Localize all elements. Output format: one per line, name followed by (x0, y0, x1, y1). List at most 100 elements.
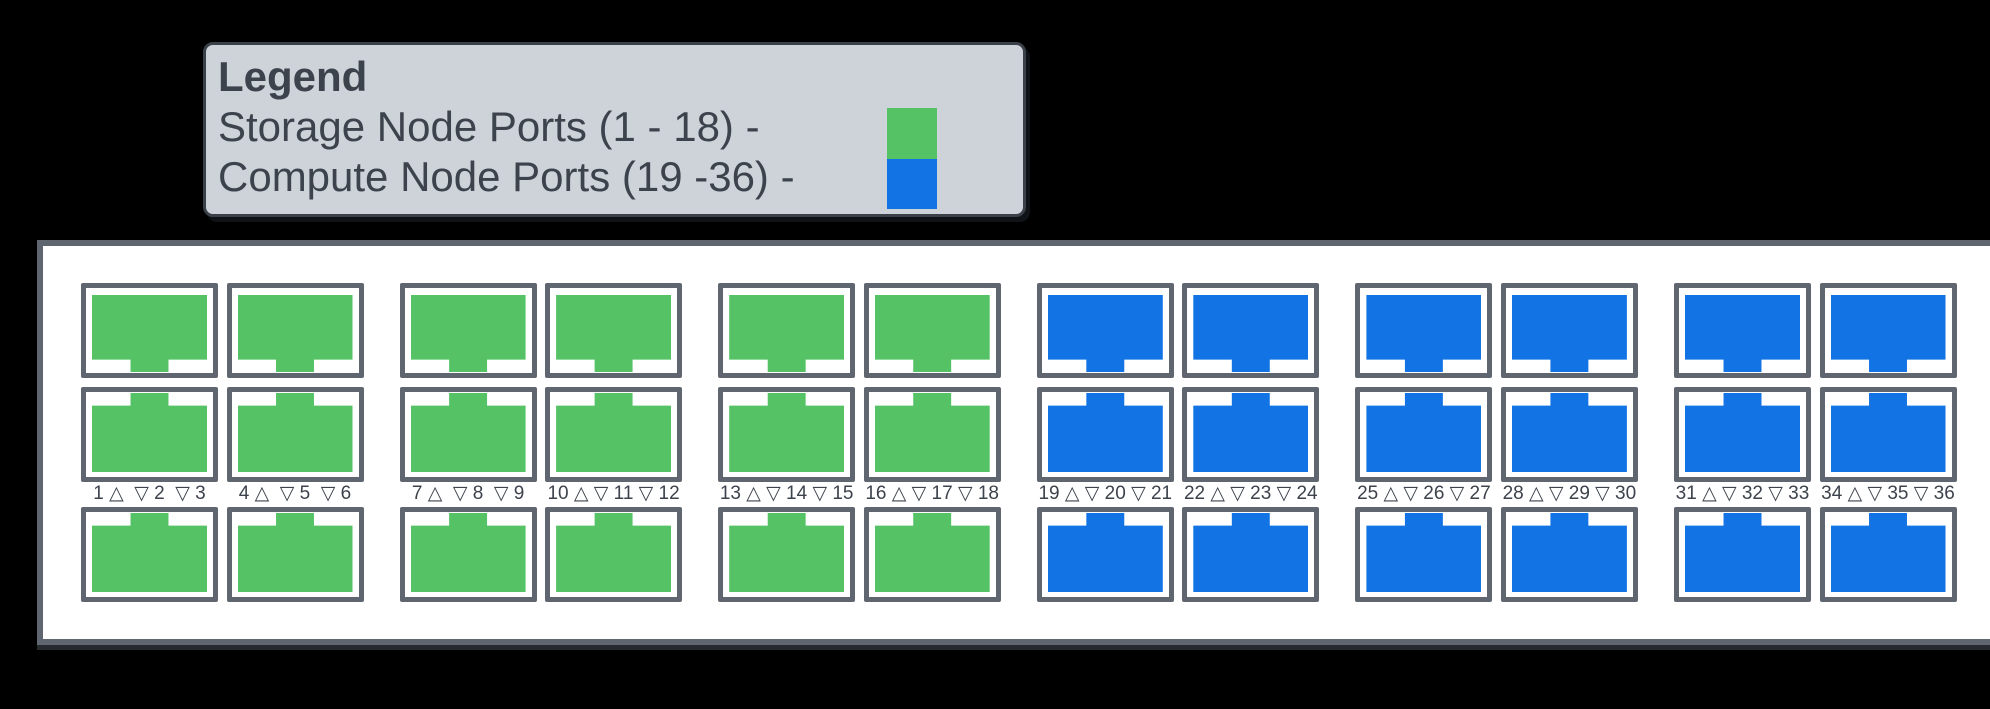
port-6 (226, 507, 364, 602)
port-34 (1819, 283, 1957, 378)
rj45-jack-shape (556, 513, 672, 592)
port-7 (399, 283, 537, 378)
port-35 (1819, 387, 1957, 482)
compute-color-swatch (887, 159, 937, 209)
rj45-jack-shape (1511, 295, 1627, 372)
rj45-jack-shape (410, 295, 526, 372)
port-column-label: 19 △ ▽ 20 ▽ 21 (1038, 483, 1173, 504)
port-column-label: 34 △ ▽ 35 ▽ 36 (1821, 483, 1955, 504)
port-column-3: 7 △ ▽ 8 ▽ 9 (399, 246, 537, 639)
port-15 (718, 507, 856, 602)
port-column-10: 28 △ ▽ 29 ▽ 30 (1500, 246, 1638, 639)
rj45-jack-shape (237, 393, 353, 472)
rj45-jack-shape (1830, 295, 1946, 372)
legend-entry-storage: Storage Node Ports (1 - 18) - (218, 102, 1011, 152)
rj45-jack-shape (874, 295, 990, 372)
port-12 (545, 507, 683, 602)
rj45-jack-shape (1685, 513, 1800, 592)
port-23 (1182, 387, 1320, 482)
rj45-jack-shape (1511, 393, 1627, 472)
rj45-jack-shape (874, 393, 990, 472)
port-column-1: 1 △ ▽ 2 ▽ 3 (81, 246, 218, 639)
rj45-jack-shape (237, 295, 353, 372)
switch-faceplate-panel: 1 △ ▽ 2 ▽ 3 4 △ ▽ 5 ▽ 6 7 △ ▽ 8 ▽ 9 10 △ ▽ … (37, 240, 1990, 645)
port-27 (1355, 507, 1493, 602)
port-column-11: 31 △ ▽ 32 ▽ 33 (1674, 246, 1811, 639)
port-21 (1036, 507, 1174, 602)
port-17 (863, 387, 1001, 482)
port-column-8: 22 △ ▽ 23 ▽ 24 (1182, 246, 1320, 639)
port-16 (863, 283, 1001, 378)
rj45-jack-shape (874, 513, 990, 592)
legend-color-swatches (887, 108, 937, 209)
port-26 (1355, 387, 1493, 482)
rj45-jack-shape (410, 393, 526, 472)
port-column-label: 13 △ ▽ 14 ▽ 15 (719, 483, 854, 504)
rj45-jack-shape (729, 393, 845, 472)
rj45-jack-shape (556, 295, 672, 372)
port-22 (1182, 283, 1320, 378)
rj45-jack-shape (1047, 295, 1163, 372)
rj45-jack-shape (1193, 295, 1309, 372)
port-column-label: 1 △ ▽ 2 ▽ 3 (93, 483, 206, 504)
port-column-label: 31 △ ▽ 32 ▽ 33 (1675, 483, 1810, 504)
port-column-label: 7 △ ▽ 8 ▽ 9 (411, 483, 525, 504)
port-column-6: 16 △ ▽ 17 ▽ 18 (863, 246, 1001, 639)
port-10 (545, 283, 683, 378)
port-13 (718, 283, 856, 378)
rj45-jack-shape (92, 393, 207, 472)
port-9 (399, 507, 537, 602)
port-11 (545, 387, 683, 482)
port-33 (1674, 507, 1811, 602)
rj45-jack-shape (1366, 513, 1482, 592)
port-24 (1182, 507, 1320, 602)
rj45-jack-shape (237, 513, 353, 592)
port-29 (1500, 387, 1638, 482)
port-1 (81, 283, 218, 378)
port-3 (81, 507, 218, 602)
rj45-jack-shape (92, 513, 207, 592)
port-8 (399, 387, 537, 482)
port-column-label: 25 △ ▽ 26 ▽ 27 (1357, 483, 1491, 504)
rj45-jack-shape (1193, 393, 1309, 472)
rj45-jack-shape (1193, 513, 1309, 592)
rj45-jack-shape (1047, 513, 1163, 592)
rj45-jack-shape (1830, 393, 1946, 472)
port-column-label: 4 △ ▽ 5 ▽ 6 (238, 483, 352, 504)
port-column-label: 10 △ ▽ 11 ▽ 12 (547, 483, 680, 504)
rj45-jack-shape (556, 393, 672, 472)
port-column-9: 25 △ ▽ 26 ▽ 27 (1355, 246, 1493, 639)
rj45-jack-shape (1685, 393, 1800, 472)
port-grid: 1 △ ▽ 2 ▽ 3 4 △ ▽ 5 ▽ 6 7 △ ▽ 8 ▽ 9 10 △ ▽ … (43, 246, 1990, 639)
port-14 (718, 387, 856, 482)
port-25 (1355, 283, 1493, 378)
port-30 (1500, 507, 1638, 602)
legend-entry-compute: Compute Node Ports (19 -36) - (218, 152, 1011, 202)
port-column-5: 13 △ ▽ 14 ▽ 15 (718, 246, 856, 639)
port-18 (863, 507, 1001, 602)
port-column-label: 16 △ ▽ 17 ▽ 18 (865, 483, 999, 504)
port-column-2: 4 △ ▽ 5 ▽ 6 (226, 246, 364, 639)
port-2 (81, 387, 218, 482)
port-column-7: 19 △ ▽ 20 ▽ 21 (1036, 246, 1174, 639)
legend-entry-compute-label: Compute Node Ports (19 -36) - (218, 153, 795, 200)
port-36 (1819, 507, 1957, 602)
rj45-jack-shape (729, 513, 845, 592)
port-19 (1036, 283, 1174, 378)
port-column-label: 22 △ ▽ 23 ▽ 24 (1183, 483, 1318, 504)
storage-color-swatch (887, 108, 937, 159)
legend-entry-storage-label: Storage Node Ports (1 - 18) - (218, 103, 760, 150)
port-31 (1674, 283, 1811, 378)
port-column-4: 10 △ ▽ 11 ▽ 12 (545, 246, 683, 639)
port-4 (226, 283, 364, 378)
port-32 (1674, 387, 1811, 482)
rj45-jack-shape (729, 295, 845, 372)
rj45-jack-shape (1685, 295, 1800, 372)
port-column-label: 28 △ ▽ 29 ▽ 30 (1502, 483, 1637, 504)
rj45-jack-shape (1511, 513, 1627, 592)
legend-title: Legend (218, 53, 368, 100)
rj45-jack-shape (1047, 393, 1163, 472)
rj45-jack-shape (1830, 513, 1946, 592)
rj45-jack-shape (410, 513, 526, 592)
port-column-12: 34 △ ▽ 35 ▽ 36 (1819, 246, 1957, 639)
